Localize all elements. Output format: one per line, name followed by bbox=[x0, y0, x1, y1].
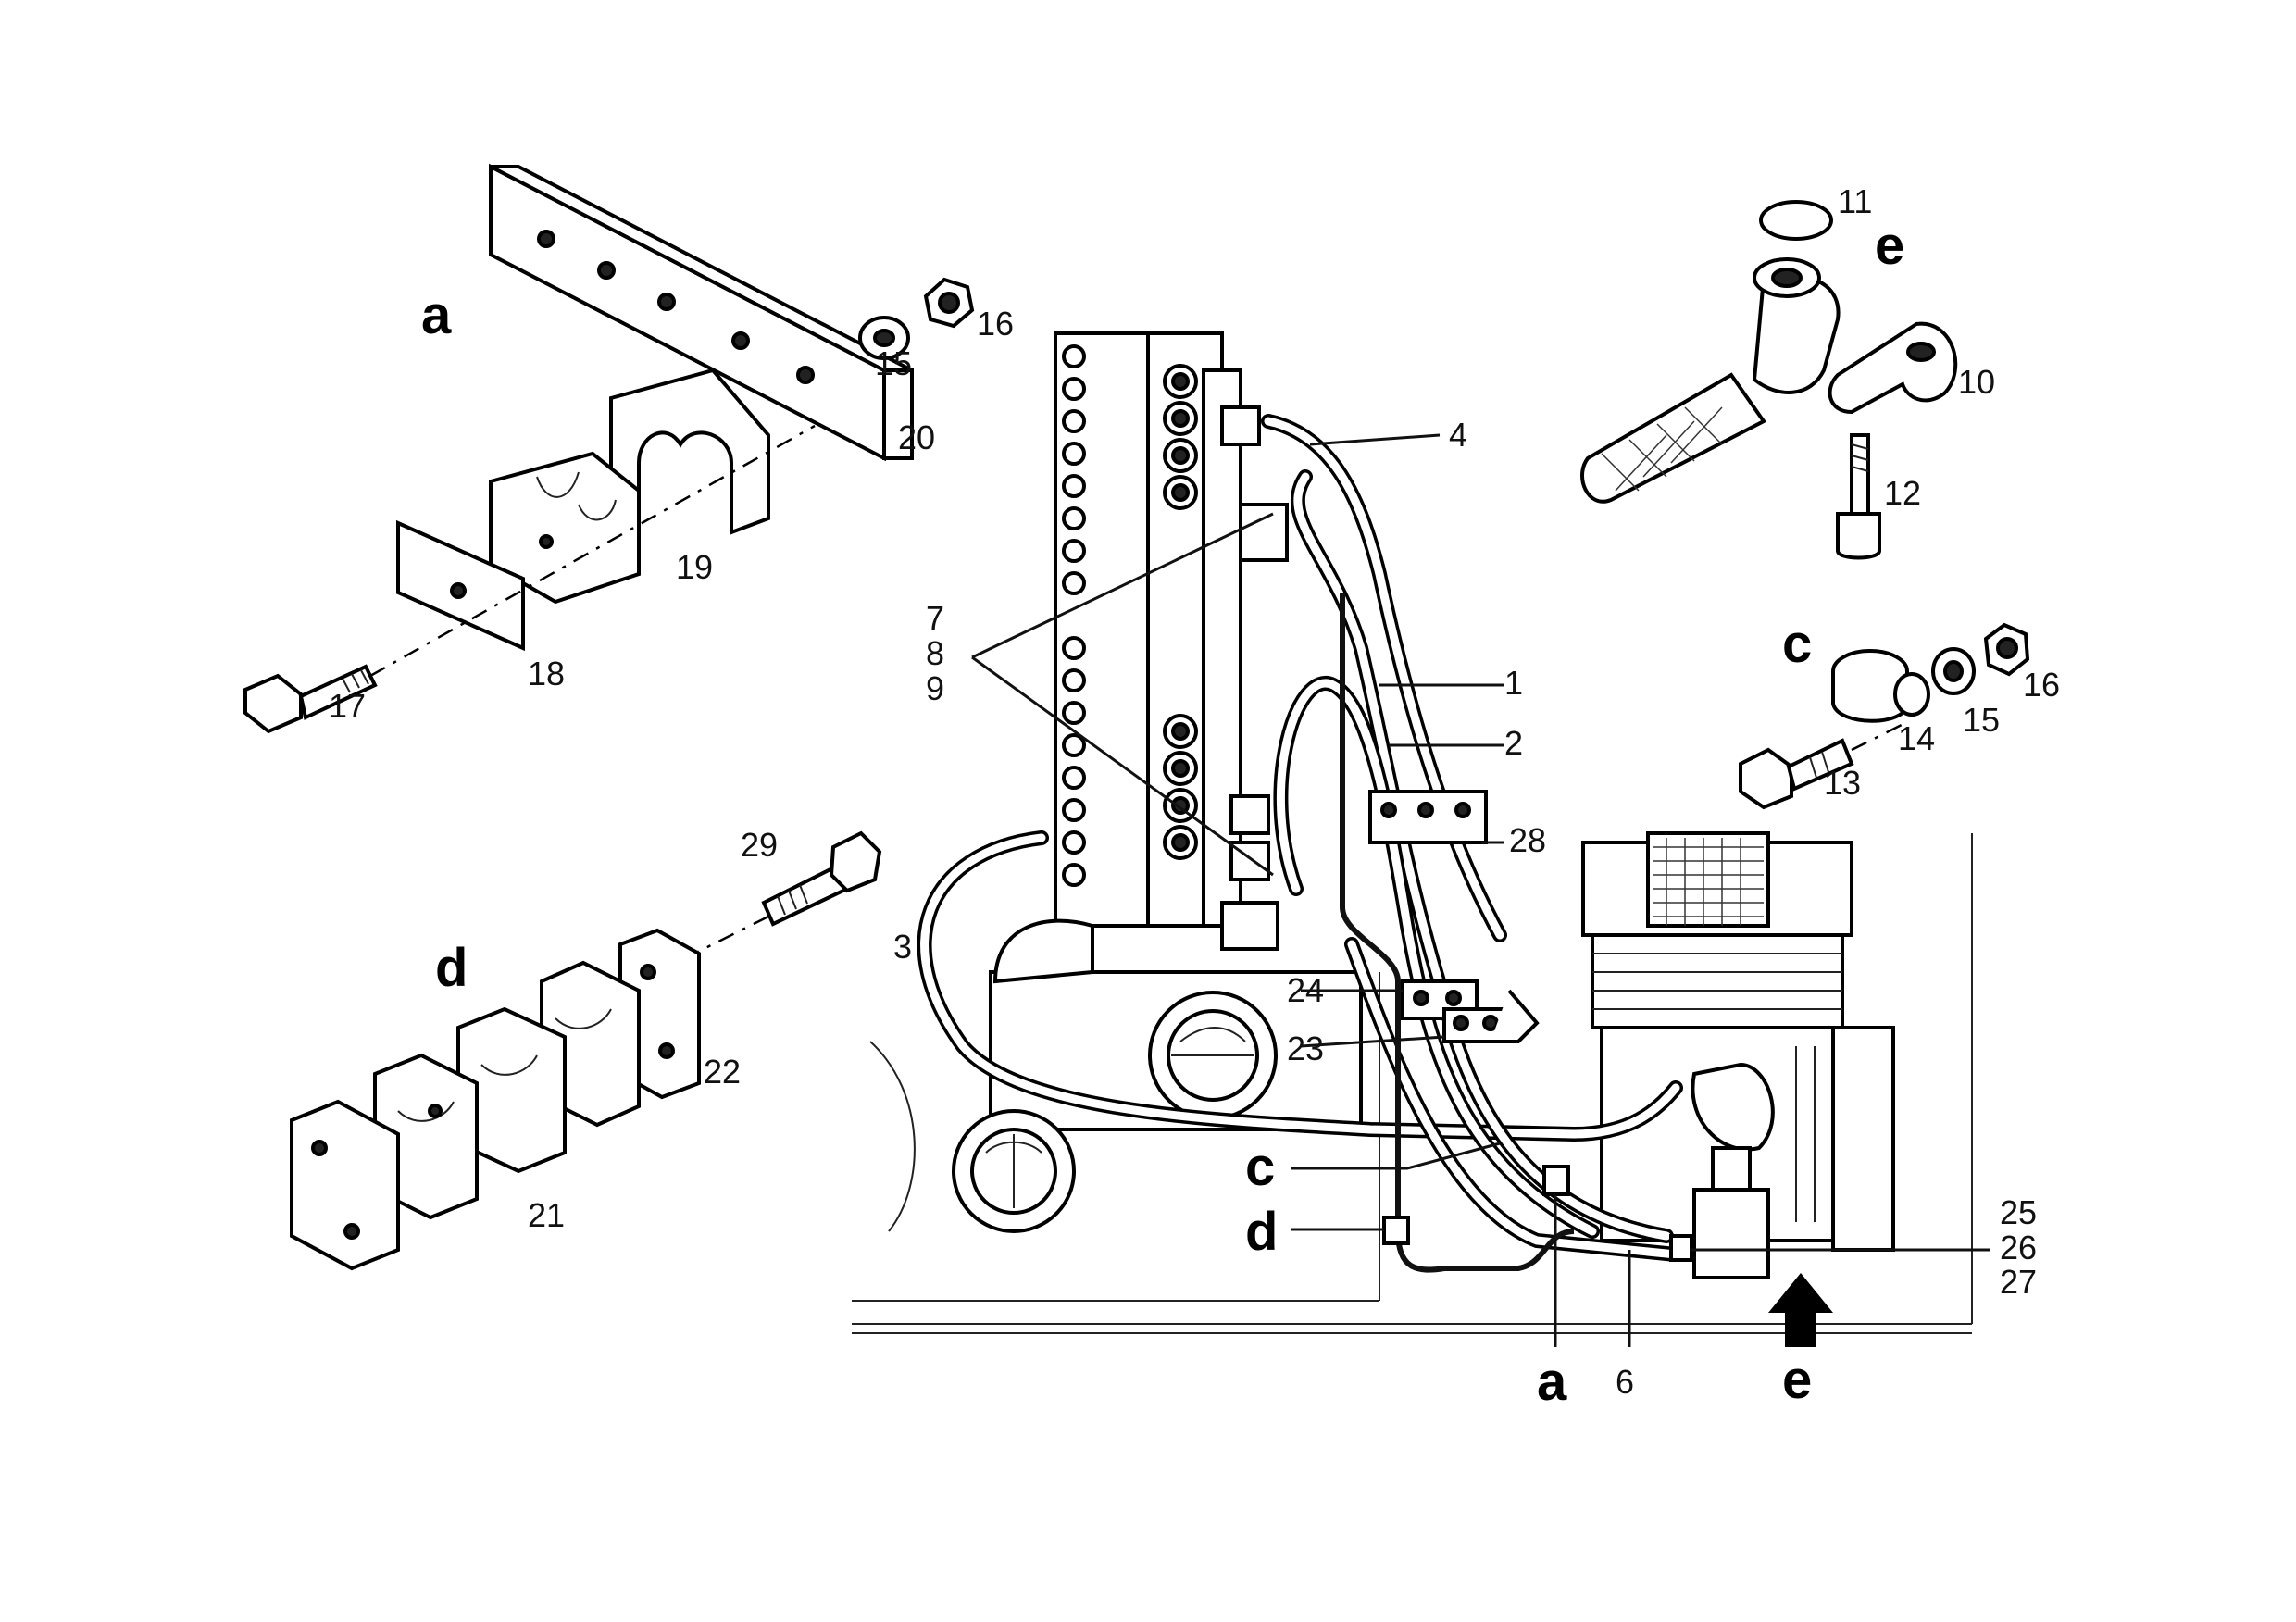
callout-9: 9 bbox=[926, 669, 944, 707]
callout-16-a: 16 bbox=[977, 305, 1014, 343]
nut-part-16 bbox=[923, 277, 975, 329]
letter-d-main: d bbox=[1245, 1202, 1278, 1262]
banjo-part-14 bbox=[1831, 649, 1930, 723]
callout-1: 1 bbox=[1504, 664, 1523, 702]
callout-24: 24 bbox=[1287, 971, 1324, 1009]
callout-27: 27 bbox=[2000, 1263, 2037, 1301]
bolt-part-17 bbox=[243, 664, 378, 734]
callout-12: 12 bbox=[1884, 474, 1921, 512]
detail-e-assembly bbox=[1580, 200, 1958, 560]
clamp-part-10 bbox=[1828, 321, 1958, 415]
callout-21: 21 bbox=[528, 1196, 565, 1234]
detail-d-assembly bbox=[290, 830, 882, 1271]
pump-bead-column bbox=[1062, 344, 1086, 887]
leader-lines bbox=[971, 433, 1990, 1347]
fitting-25-27 bbox=[1669, 1234, 1693, 1262]
main-assembly bbox=[852, 331, 1973, 1347]
clamp-block-part-21-d bbox=[290, 1099, 400, 1271]
letter-d-detail: d bbox=[435, 938, 468, 998]
fuel-filter-housing bbox=[1581, 831, 1895, 1279]
callout-16-c: 16 bbox=[2023, 666, 2060, 704]
detail-c-assembly bbox=[1739, 622, 2030, 810]
timing-housing bbox=[952, 918, 1363, 1233]
letter-c-main: c bbox=[1245, 1137, 1275, 1197]
clamp-half-upper bbox=[609, 368, 770, 535]
part-number-callouts: 1 2 3 4 6 7 8 9 10 11 12 13 14 15 15 16 … bbox=[329, 182, 2060, 1401]
callout-15-c: 15 bbox=[1963, 701, 2000, 739]
plate-part-18 bbox=[396, 519, 525, 652]
nut-part-16-c bbox=[1983, 622, 2030, 677]
callout-2: 2 bbox=[1504, 724, 1523, 762]
callout-3: 3 bbox=[893, 928, 912, 966]
callout-17: 17 bbox=[329, 687, 366, 725]
plate-part-20 bbox=[489, 163, 914, 462]
letter-a-detail: a bbox=[421, 285, 452, 345]
direction-arrow-e bbox=[1768, 1273, 1833, 1347]
callout-13: 13 bbox=[1824, 764, 1861, 802]
callout-29: 29 bbox=[741, 826, 778, 864]
detail-a-assembly bbox=[243, 163, 975, 734]
letter-e-detail: e bbox=[1875, 216, 1904, 276]
hose-end-braided bbox=[1580, 372, 1766, 504]
callout-10: 10 bbox=[1958, 363, 1995, 401]
bolt-part-29 bbox=[761, 830, 882, 927]
hose-fitting-elbow bbox=[1752, 257, 1841, 394]
callout-6: 6 bbox=[1616, 1363, 1634, 1401]
letter-e-main: e bbox=[1782, 1350, 1812, 1410]
callout-7: 7 bbox=[926, 599, 944, 637]
callout-19: 19 bbox=[676, 548, 713, 586]
callout-8: 8 bbox=[926, 634, 944, 672]
o-ring-part-11 bbox=[1759, 200, 1833, 241]
callout-18: 18 bbox=[528, 655, 565, 692]
injection-pump-body bbox=[1054, 331, 1289, 951]
callout-25: 25 bbox=[2000, 1193, 2037, 1231]
callout-22: 22 bbox=[704, 1053, 741, 1091]
callout-4: 4 bbox=[1449, 416, 1467, 454]
letter-c-detail: c bbox=[1782, 614, 1812, 674]
washer-part-15-c bbox=[1931, 647, 1976, 695]
callout-23: 23 bbox=[1287, 1029, 1324, 1067]
screw-part-12 bbox=[1836, 433, 1881, 560]
pump-outlet-fittings bbox=[1163, 364, 1198, 860]
washer-part-15 bbox=[858, 316, 910, 360]
bolt-part-13 bbox=[1739, 738, 1854, 810]
letter-a-main: a bbox=[1537, 1352, 1567, 1412]
clamp-d-main bbox=[1382, 1216, 1410, 1245]
clamp-a-main bbox=[1542, 1165, 1570, 1196]
clamp-bracket-28 bbox=[1368, 790, 1488, 844]
callout-11: 11 bbox=[1838, 182, 1872, 220]
clamp-block-part-19 bbox=[489, 451, 641, 605]
detail-letter-labels: a a c c d d e e bbox=[421, 216, 1904, 1412]
callout-15-a: 15 bbox=[875, 344, 912, 382]
callout-28: 28 bbox=[1509, 821, 1546, 859]
callout-14: 14 bbox=[1898, 719, 1935, 757]
callout-26: 26 bbox=[2000, 1229, 2037, 1266]
callout-20: 20 bbox=[898, 418, 935, 456]
